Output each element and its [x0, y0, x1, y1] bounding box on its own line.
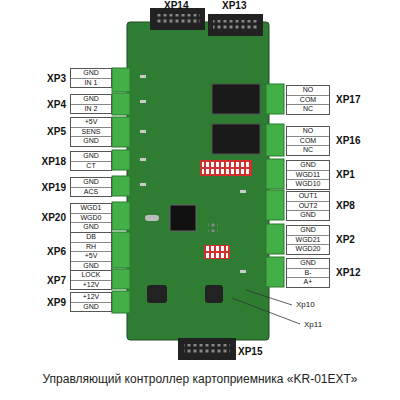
leader-line	[246, 290, 292, 305]
pin-name: GND	[71, 178, 111, 187]
connector-label: Xp11	[304, 320, 322, 329]
pin-label-box: GNDB-A+XP12	[286, 258, 330, 288]
dip-switch	[204, 245, 230, 259]
pin-name: WGD21	[287, 235, 329, 245]
pin-name: +5V	[71, 251, 111, 261]
connector-name: XP18	[42, 156, 66, 167]
header-xp15	[178, 338, 236, 360]
pin-name: WGD11	[287, 170, 329, 180]
pin-name: GND	[287, 161, 329, 170]
pin-name: GND	[71, 136, 111, 146]
pin-name: +12V	[71, 280, 111, 290]
pin-name: NC	[287, 104, 329, 114]
terminal-blocks	[112, 68, 284, 313]
connector-label: XP14	[164, 0, 188, 11]
pin-name: WGD20	[287, 244, 329, 254]
connector-name: XP1	[336, 169, 355, 180]
connector-label: XP15	[238, 346, 262, 357]
pin-name: WGD10	[287, 179, 329, 189]
inductor	[205, 285, 223, 303]
pin-label-box: GNDWGD21WGD20XP2	[286, 225, 330, 255]
crystal	[145, 215, 159, 221]
pcb	[127, 22, 269, 340]
pin-name: WGD1	[71, 204, 111, 213]
pin-label-box: DBRH+5VGNDXP6	[70, 232, 112, 271]
connector-label: Xp10	[296, 300, 315, 309]
connector-name: XP6	[47, 246, 66, 257]
pin-label-box: NOCOMNCXP16	[286, 126, 330, 156]
pin-label-box: WGD1WGD0GNDXP20	[70, 203, 112, 233]
pin-name: OUT2	[287, 201, 329, 211]
relay	[212, 124, 260, 154]
pin-name: GND	[71, 261, 111, 271]
pin-label-box: GNDACSXP19	[70, 177, 112, 197]
pin-name: GND	[287, 226, 329, 235]
pin-name: CT	[71, 161, 111, 171]
connector-name: XP16	[336, 135, 360, 146]
pin-name: +12V	[71, 293, 111, 302]
connector-name: XP20	[42, 212, 66, 223]
pin-name: B-	[287, 268, 329, 278]
pin-label-box: OUT1OUT2GNDXP8	[286, 191, 330, 221]
pin-name: GND	[71, 95, 111, 104]
pin-name: DB	[71, 233, 111, 242]
pin-name: IN 2	[71, 104, 111, 114]
connector-name: XP9	[47, 297, 66, 308]
capacitor	[147, 285, 167, 303]
pin-label-box: GNDIN 1XP3	[70, 68, 112, 88]
pin-name: WGD0	[71, 213, 111, 223]
pin-name: GND	[287, 259, 329, 268]
connector-name: XP5	[47, 126, 66, 137]
connector-name: XP3	[47, 73, 66, 84]
pin-label-box: GNDWGD11WGD10XP1	[286, 160, 330, 190]
pin-name: IN 1	[71, 78, 111, 88]
connector-name: XP7	[47, 275, 66, 286]
pin-label-box: GNDIN 2XP4	[70, 94, 112, 114]
pin-label-box: NOCOMNCXP17	[286, 85, 330, 115]
microcontroller	[170, 205, 196, 231]
caption: Управляющий контроллер картоприемника «K…	[0, 372, 400, 386]
pin-label-box: +12VGNDXP9	[70, 292, 112, 312]
header-xp14	[150, 8, 205, 30]
pin-name: A+	[287, 277, 329, 287]
header-xp13	[208, 14, 263, 36]
connector-name: XP2	[336, 234, 355, 245]
leader-line	[232, 298, 300, 324]
connector-name: XP19	[42, 182, 66, 193]
pin-name: ACS	[71, 187, 111, 197]
pin-name: COM	[287, 95, 329, 105]
pin-name: LOCK	[71, 271, 111, 280]
pin-name: GND	[287, 210, 329, 220]
dip-switch	[200, 160, 252, 176]
pin-name: SENS	[71, 127, 111, 137]
pin-name: NC	[287, 145, 329, 155]
pin-name: COM	[287, 136, 329, 146]
relay	[212, 84, 260, 114]
connector-name: XP4	[47, 99, 66, 110]
pin-label-box: +5VSENSGNDXP5	[70, 117, 112, 147]
pin-name: GND	[71, 69, 111, 78]
connector-name: XP8	[336, 200, 355, 211]
pin-name: GND	[71, 302, 111, 312]
pin-name: NO	[287, 127, 329, 136]
pin-name: GND	[71, 222, 111, 232]
pin-name: NO	[287, 86, 329, 95]
connector-label: XP13	[222, 0, 246, 11]
pin-name: RH	[71, 242, 111, 252]
pin-name: +5V	[71, 118, 111, 127]
pin-label-box: LOCK+12VXP7	[70, 270, 112, 290]
connector-name: XP12	[336, 267, 360, 278]
connector-name: XP17	[336, 94, 360, 105]
pin-label-box: GNDCTXP18	[70, 151, 112, 171]
pin-name: GND	[71, 152, 111, 161]
pin-name: OUT1	[287, 192, 329, 201]
